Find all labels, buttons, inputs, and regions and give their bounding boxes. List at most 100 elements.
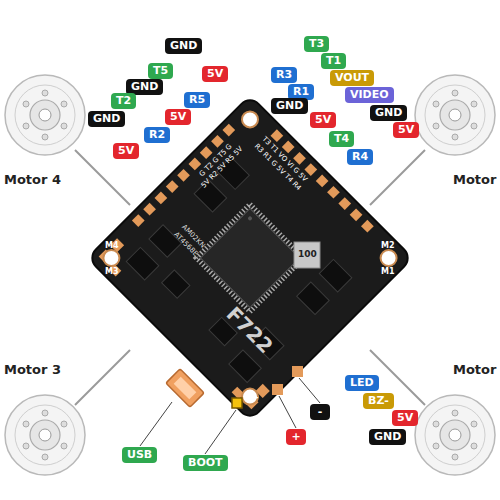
pin-label: T4 — [329, 131, 354, 147]
pin-name: 5V — [398, 124, 414, 136]
board-shape — [162, 270, 190, 298]
pin-name: 5V — [118, 145, 134, 157]
power-pad-minus — [292, 366, 303, 377]
board-shape — [293, 152, 306, 165]
pin-label: + — [286, 429, 306, 445]
pin-name: VOUT — [335, 72, 369, 84]
pin-name: T2 — [116, 95, 131, 107]
board-shape — [87, 95, 412, 420]
mcu-chip — [201, 209, 300, 308]
board-shape — [350, 209, 363, 222]
board-shape — [166, 369, 204, 407]
pin-label: R5 — [184, 92, 210, 108]
pin-label: USB — [122, 447, 157, 463]
pin-name: USB — [127, 449, 152, 461]
power-pad-plus — [272, 384, 283, 395]
silkscreen-text: M1 — [381, 268, 395, 277]
pin-label: - — [310, 404, 330, 420]
pin-label: BZ- — [363, 393, 394, 409]
pin-name: GND — [93, 113, 120, 125]
pin-name: GND — [131, 81, 158, 93]
board-shape — [200, 146, 213, 159]
board-shape — [247, 216, 253, 222]
pin-label: GND — [370, 105, 407, 121]
motor-2-prop — [415, 75, 495, 155]
pin-name: 5V — [170, 111, 186, 123]
board-shape — [132, 214, 145, 227]
board-shape — [222, 124, 235, 137]
motor-label: Motor 4 — [4, 173, 61, 187]
pin-name: - — [315, 406, 325, 418]
board-shape — [174, 377, 197, 400]
motor-label: Motor 3 — [4, 363, 61, 377]
mounting-holes — [100, 108, 400, 408]
board-shape — [316, 175, 329, 188]
board-shape — [282, 141, 295, 154]
silkscreen-text: + — [250, 392, 259, 404]
pin-label: GND — [271, 98, 308, 114]
board-shape — [75, 350, 130, 405]
board-shape — [126, 247, 159, 280]
pin-label: VIDEO — [345, 87, 394, 103]
pin-name: R2 — [149, 129, 165, 141]
motor-label: Motor — [453, 363, 496, 377]
pin-label: 5V — [310, 112, 336, 128]
pin-name: T5 — [153, 65, 168, 77]
board-shape — [211, 135, 224, 148]
pin-name: R1 — [293, 86, 309, 98]
board-shape — [100, 247, 123, 270]
motor-label: Motor — [453, 173, 496, 187]
pin-label: 5V — [113, 143, 139, 159]
board-shape — [304, 163, 317, 176]
silkscreen-text: 100 — [298, 250, 317, 260]
usb-connector — [166, 369, 204, 407]
board-shape — [271, 129, 284, 142]
pin-label: GND — [369, 429, 406, 445]
silkscreen-text: M2 — [381, 242, 395, 251]
pin-label: 5V — [393, 122, 419, 138]
pin-label: LED — [345, 375, 379, 391]
pin-label: R2 — [144, 127, 170, 143]
pin-label: 5V — [392, 410, 418, 426]
board-shape — [205, 410, 236, 454]
pin-name: VIDEO — [350, 89, 389, 101]
motor-3-prop — [5, 395, 85, 475]
board-shape — [239, 108, 262, 131]
board-shape — [140, 402, 172, 446]
board-shape — [361, 220, 374, 233]
pin-name: 5V — [397, 412, 413, 424]
pin-label: T1 — [321, 53, 346, 69]
board-shape — [377, 247, 400, 270]
pin-name: GND — [276, 100, 303, 112]
board-shape — [338, 197, 351, 210]
pin-name: GND — [375, 107, 402, 119]
pin-name: GND — [374, 431, 401, 443]
pin-label: T5 — [148, 63, 173, 79]
silkscreen-text: M3 — [105, 268, 119, 277]
pin-name: BOOT — [188, 457, 223, 469]
pin-name: + — [291, 431, 301, 443]
board-shape — [166, 180, 179, 193]
board-shape — [299, 378, 320, 403]
pin-label: 5V — [165, 109, 191, 125]
pin-name: R5 — [189, 94, 205, 106]
board-shape — [327, 186, 340, 199]
pin-label: GND — [165, 38, 202, 54]
board-shape — [155, 192, 168, 205]
mosfets — [126, 157, 352, 383]
board-shape — [188, 158, 201, 171]
pin-label: T3 — [304, 36, 329, 52]
pin-name: LED — [350, 377, 374, 389]
pin-name: T1 — [326, 55, 341, 67]
motor-1-prop — [415, 395, 495, 475]
pin-label: GND — [88, 111, 125, 127]
board-shape — [143, 203, 156, 216]
pin-label: 5V — [202, 66, 228, 82]
flight-controller-board — [87, 95, 412, 420]
board-shape — [319, 259, 352, 292]
pin-name: T4 — [334, 133, 349, 145]
mcu-pins — [196, 204, 303, 311]
